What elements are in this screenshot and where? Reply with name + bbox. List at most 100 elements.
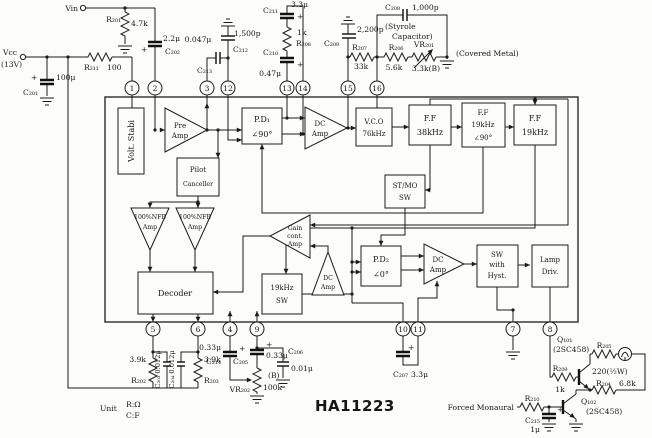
unit-resistance: R:Ω xyxy=(126,400,141,409)
c205-name: C₂₀₅ xyxy=(233,357,248,366)
vin-terminal xyxy=(79,4,87,12)
c211-name: C₂₁₁ xyxy=(263,6,278,15)
block-label: Amp xyxy=(287,241,302,248)
block-pd2: P.D₂ ∠0° xyxy=(360,245,402,287)
c208-value: 1,000p xyxy=(412,3,439,12)
pin-1: 1 xyxy=(124,80,140,96)
block-label: 19kHz xyxy=(271,284,294,292)
block-label: DC xyxy=(323,275,333,282)
pin-number: 6 xyxy=(196,325,201,334)
block-pre-amp: Pre Amp xyxy=(164,107,209,153)
c201-value: 100μ xyxy=(56,73,75,82)
block-ff19-90: F.F 19kHz ∠90° xyxy=(461,102,506,148)
block-label: Amp xyxy=(320,284,335,291)
block-dc-amp-1: DC Amp xyxy=(304,106,349,150)
block-label: Decoder xyxy=(158,289,192,298)
pin-number: 11 xyxy=(413,325,423,334)
c205-value: 0.33μ xyxy=(266,351,288,360)
pin-number: 14 xyxy=(298,84,308,93)
pin-number: 10 xyxy=(398,325,408,334)
c202-name: C₂₀₂ xyxy=(165,47,180,56)
block-label: F.F xyxy=(424,114,437,123)
c210-polarity: + xyxy=(297,60,303,69)
r203-name: R₂₀₃ xyxy=(204,376,219,385)
unit-label: Unit xyxy=(100,404,117,413)
resistor-vr201 xyxy=(411,52,437,62)
vr202-value: 100k xyxy=(263,383,282,392)
r204-value: 6.8k xyxy=(619,379,636,388)
pin-11: 11 xyxy=(410,321,426,337)
pin-number: 16 xyxy=(372,84,382,93)
resistor-r208 xyxy=(282,26,292,52)
vcc-voltage: (13V) xyxy=(1,60,22,69)
c209-name: C₂₀₉ xyxy=(324,39,339,48)
c202-value: 2.2μ xyxy=(163,34,180,43)
r209-name: R₂₀₉ xyxy=(553,364,568,373)
vcc-terminal xyxy=(19,53,27,61)
vin-label: Vin xyxy=(64,4,78,13)
c207-name: C₂₀₇ xyxy=(393,370,408,379)
component-labels: Vin Vcc (13V) R₂₀₁ 4.7k 2.2μ C₂₀₂ + R₂₁₁… xyxy=(1,0,636,434)
block-label: F.F xyxy=(529,114,542,123)
pin-number: 8 xyxy=(548,325,553,334)
block-label: Volt. Stabi xyxy=(127,120,136,163)
r208-value: 1k xyxy=(297,28,307,37)
resistor-r206 xyxy=(383,52,409,62)
block-label: Canceller xyxy=(183,181,213,188)
block-label: Amp xyxy=(187,224,202,231)
pin-number: 9 xyxy=(255,325,260,334)
ground-symbol xyxy=(439,60,455,69)
r202-value: 3.9k xyxy=(129,355,146,364)
pin-number: 13 xyxy=(282,84,292,93)
vcc-label: Vcc xyxy=(2,48,17,57)
pin-number: 4 xyxy=(228,325,233,334)
block-label: DC xyxy=(433,256,444,264)
r211-name: R₂₁₁ xyxy=(84,63,99,72)
resistor-r201 xyxy=(120,11,130,37)
block-label: P.D₂ xyxy=(373,255,389,264)
ground-symbol xyxy=(541,423,557,432)
transistor-base-bars xyxy=(561,369,581,414)
vr201-note: (Covered Metal) xyxy=(456,49,519,58)
r205-value: 220(½W) xyxy=(592,367,628,376)
pin-13: 13 xyxy=(279,80,295,96)
vr201-value: 3.3k(B) xyxy=(412,64,440,73)
pin-5: 5 xyxy=(145,321,161,337)
resistor-vr202 xyxy=(252,367,262,393)
lamp-icon xyxy=(618,347,632,361)
c206-name: C₂₀₆ xyxy=(288,347,303,356)
c206-value: 0.01μ xyxy=(291,364,313,373)
block-label: SW xyxy=(276,297,289,305)
q101-type: (2SC458) xyxy=(553,345,589,354)
block-label: Pilot xyxy=(190,166,206,174)
pin-number: 5 xyxy=(151,325,156,334)
pin-6: 6 xyxy=(190,321,206,337)
block-label: Amp xyxy=(429,266,447,274)
block-19khz-sw: 19kHz SW xyxy=(261,273,303,315)
block-lamp-driv: Lamp Driv. xyxy=(531,244,569,288)
ground-symbol xyxy=(39,97,55,106)
r201-name: R₂₀₁ xyxy=(106,15,121,24)
ic-pins: 1 2 3 12 13 14 15 16 5 6 4 9 10 11 7 8 xyxy=(124,80,558,337)
junction-dots xyxy=(45,6,592,409)
resistor-r205 xyxy=(591,349,617,359)
c208-note-1: (Styrole xyxy=(385,22,416,31)
vr202-taper: (B) xyxy=(268,371,280,380)
vr202-name: VR₂₀₂ xyxy=(229,385,250,394)
c210-name: C₂₁₀ xyxy=(263,48,278,57)
pin-15: 15 xyxy=(340,80,356,96)
block-label: ∠90° xyxy=(474,134,492,142)
q102-name: Q₁₀₂ xyxy=(581,397,596,406)
page-title: HA11223 xyxy=(315,397,395,415)
block-label: 38kHz xyxy=(417,128,443,137)
resistor-r210 xyxy=(519,402,545,412)
c210-value: 0.47μ xyxy=(259,69,281,78)
block-label: V.C.O xyxy=(363,118,383,126)
capacitor-plates xyxy=(163,9,408,367)
c202-polarity: + xyxy=(141,45,147,54)
block-pilot-canceller: Pilot Canceller xyxy=(176,157,220,197)
block-decoder: Decoder xyxy=(137,271,214,315)
c211-value: 3.3μ xyxy=(291,0,308,9)
c214-polarity: + xyxy=(239,344,245,353)
r201-value: 4.7k xyxy=(131,19,148,28)
